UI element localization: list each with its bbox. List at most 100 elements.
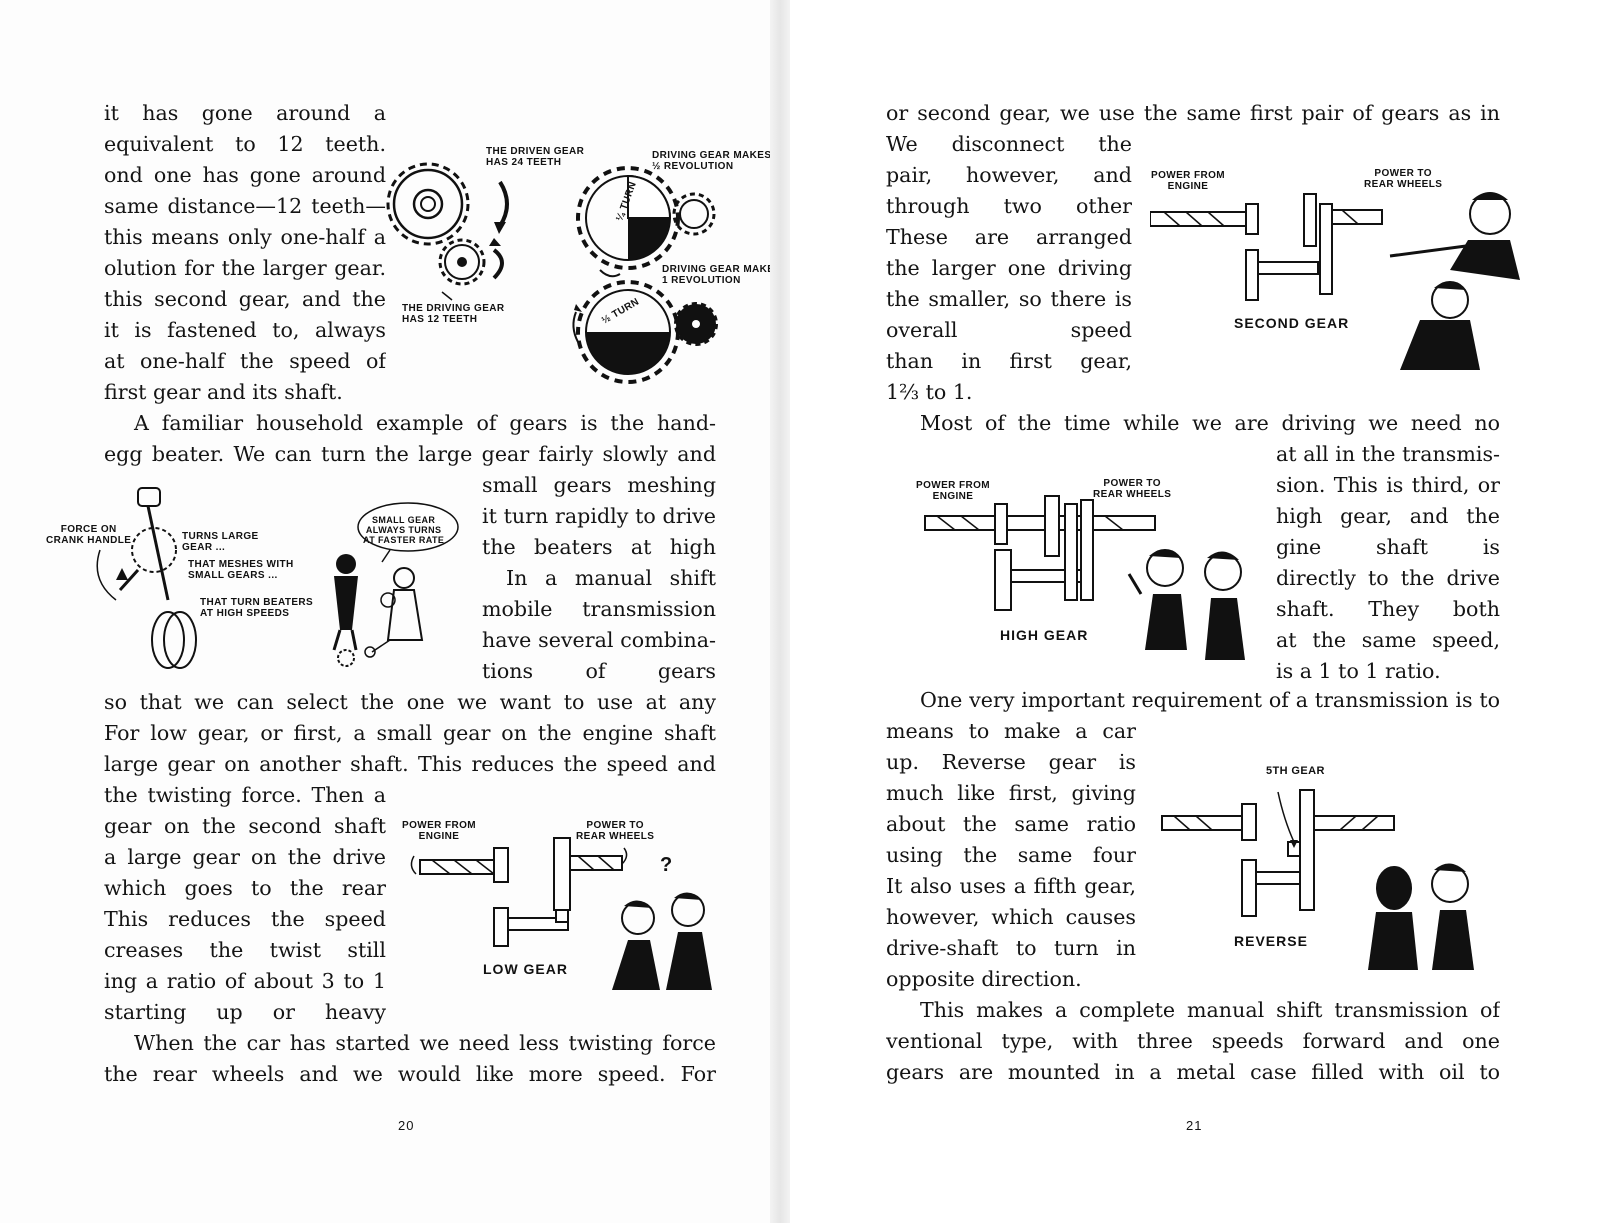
man-figure-icon <box>332 554 358 651</box>
paragraph-manual-shift-full: so that we can select the one we want to… <box>104 687 716 780</box>
text-line: mobile transmission we <box>482 597 716 621</box>
text-line: the rear wheels and we would like more s… <box>104 1062 716 1086</box>
large-gear-icon <box>576 166 680 270</box>
gear-icon <box>553 837 571 911</box>
text-line: overall speed reduction <box>886 318 1132 342</box>
reverse-drawing <box>1161 789 1474 970</box>
second-gear-drawing <box>1150 192 1520 370</box>
drive-shaft-icon <box>1331 209 1383 225</box>
man-thinking-icon <box>612 900 660 990</box>
driven-gear-icon <box>386 162 470 246</box>
rotation-arrow-icon <box>492 248 504 280</box>
text-line: ing a ratio of about 3 to 1 for <box>104 969 386 993</box>
force-label: FORCE ON CRANK HANDLE <box>46 524 132 546</box>
paragraph-second-gear-left: We disconnect the second pair, however, … <box>886 129 1132 408</box>
text-line: this second gear, and the shaft <box>104 287 386 311</box>
text-line: 1⅔ to 1. <box>886 380 973 404</box>
text-line: ond one has gone around the <box>104 163 386 187</box>
engine-shaft-icon <box>1150 211 1247 227</box>
gear-icon <box>493 847 509 883</box>
text-line: starting up or heavy pulling. <box>104 1000 386 1024</box>
text-line: sion. This is third, or <box>1276 473 1500 497</box>
text-line: high gear, and the en- <box>1276 504 1500 528</box>
text-line: at all in the transmis- <box>1276 442 1500 466</box>
low-gear-drawing <box>410 837 712 990</box>
one-revolution-label: DRIVING GEAR MAKES 1 REVOLUTION <box>662 264 782 286</box>
high-gear-title: HIGH GEAR <box>1000 627 1089 643</box>
text-line: a large gear on the drive shaft <box>104 845 386 869</box>
high-power-from-label: POWER FROM ENGINE <box>916 480 990 502</box>
second-power-from-label: POWER FROM ENGINE <box>1151 170 1225 192</box>
text-line: however, which causes the <box>886 905 1136 929</box>
figure-second-gear <box>1150 170 1550 400</box>
man-pointing-icon <box>1389 192 1520 280</box>
driving-gear-label: THE DRIVING GEAR HAS 12 TEETH <box>402 303 505 325</box>
countershaft-icon <box>1255 871 1307 885</box>
driven-gear-label: THE DRIVEN GEAR HAS 24 TEETH <box>486 146 585 168</box>
drive-shaft-icon <box>569 855 623 871</box>
text-line: pair, however, and drive <box>886 163 1132 187</box>
text-line: large gear on another shaft. This reduce… <box>104 752 716 776</box>
text-line: which goes to the rear axle. <box>104 876 386 900</box>
text-line: about the same ratio and <box>886 812 1136 836</box>
gear-icon <box>337 649 355 667</box>
text-line: opposite direction. <box>886 967 1082 991</box>
gear-icon <box>1241 859 1257 917</box>
text-line: For low gear, or first, a small gear on … <box>104 721 716 745</box>
text-line: it turn rapidly to drive <box>482 504 716 528</box>
figure-gear-revolutions <box>560 162 770 392</box>
large-gear-lower-icon <box>576 280 680 384</box>
gear-icon <box>1064 503 1078 601</box>
meshes-label: THAT MESHES WITH SMALL GEARS ... <box>188 559 294 581</box>
gear-icon <box>1319 203 1333 295</box>
text-line: same distance—12 teeth—but <box>104 194 386 218</box>
text-line: gears are mounted in a metal case filled… <box>886 1060 1500 1084</box>
small-gear-lower-icon <box>674 302 718 346</box>
gear-icon <box>1080 499 1094 601</box>
paragraph-manual-shift-right: In a manual shift auto- mobile transmiss… <box>482 563 716 687</box>
main-shaft-icon <box>924 515 1156 531</box>
paragraph-reverse-left: means to make a car back up. Reverse gea… <box>886 716 1136 995</box>
figure-gear-pair <box>382 142 532 342</box>
small-gear-icon <box>672 192 716 236</box>
text-line: shaft. They both revolve <box>1276 597 1500 621</box>
text-line: This reduces the speed and in- <box>104 907 386 931</box>
text-line: creases the twist still more, giv- <box>104 938 386 962</box>
figure-reverse <box>1150 780 1550 980</box>
text-line: equivalent to 12 teeth. The sec- <box>104 132 386 156</box>
text-line: means to make a car back <box>886 719 1136 743</box>
countershaft-icon <box>1257 261 1319 275</box>
countershaft-icon <box>1010 569 1092 583</box>
engine-shaft-icon <box>419 859 505 875</box>
gear-icon <box>1303 193 1317 247</box>
text-line: It also uses a fifth gear, <box>886 874 1136 898</box>
gear-icon <box>994 503 1008 545</box>
low-power-to-label: POWER TO REAR WHEELS <box>576 820 655 842</box>
text-line: olution for the larger gear. So <box>104 256 386 280</box>
reverse-title: REVERSE <box>1234 933 1308 949</box>
paragraph-complete-transmission: This makes a complete manual shift trans… <box>886 995 1500 1088</box>
text-line: the smaller, so there is less <box>886 287 1132 311</box>
man-smiling-icon <box>666 892 712 990</box>
turns-large-gear-label: TURNS LARGE GEAR ... <box>182 531 259 553</box>
gear-pair-drawing <box>386 162 509 301</box>
engine-shaft-icon <box>1161 815 1243 831</box>
text-line: This makes a complete manual shift trans… <box>920 998 1500 1022</box>
text-line: than in first gear, about <box>886 349 1132 373</box>
countershaft-icon <box>507 917 569 931</box>
gear-icon <box>1245 203 1259 235</box>
speech-bubble-icon <box>357 502 459 552</box>
text-line: have several combina- <box>482 628 716 652</box>
text-line: up. Reverse gear is very <box>886 750 1136 774</box>
text-line: We disconnect the second <box>886 132 1132 156</box>
paragraph-egg-beater-top: A familiar household example of gears is… <box>104 408 716 470</box>
paragraph-manual-shift-left: the twisting force. Then a small gear on… <box>104 780 386 1028</box>
man-listening-icon <box>1204 551 1245 660</box>
high-power-to-label: POWER TO REAR WHEELS <box>1093 478 1172 500</box>
gear-icon <box>1044 495 1060 557</box>
force-arrow-icon <box>116 568 128 580</box>
text-line: the beaters at high speed. <box>482 535 716 559</box>
paragraph-reverse-top: One very important requirement of a tran… <box>886 685 1500 716</box>
page-number: 20 <box>398 1118 415 1133</box>
